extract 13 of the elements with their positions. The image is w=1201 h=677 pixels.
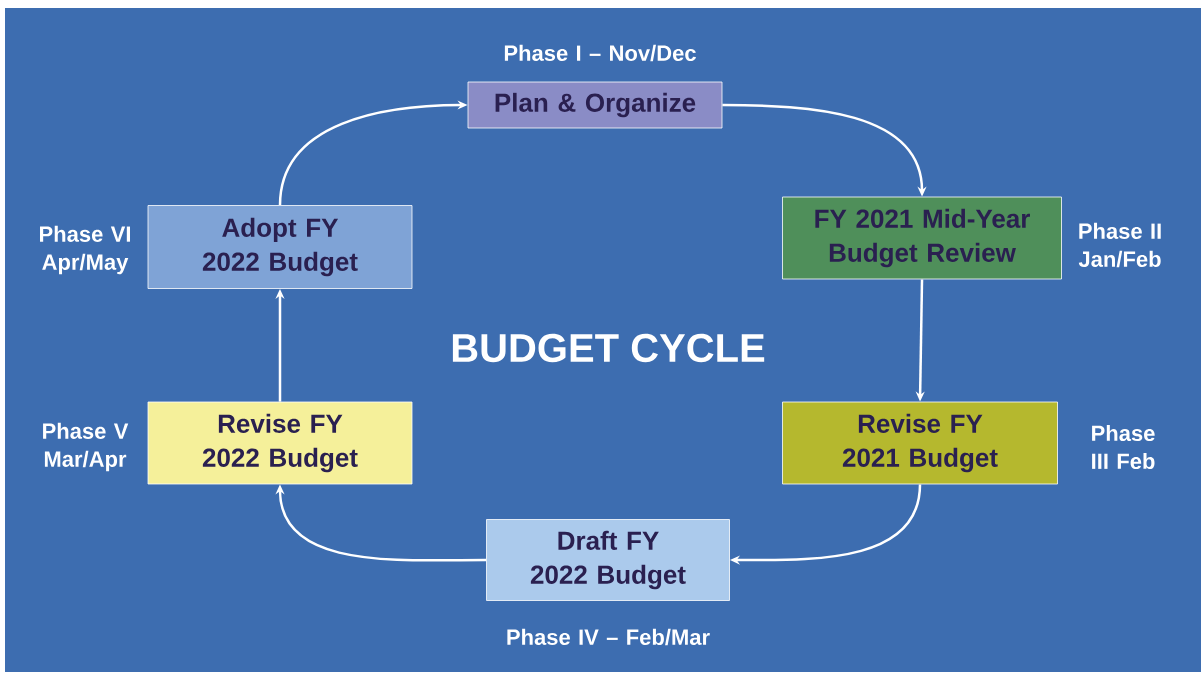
process-box: FY 2021 Mid-Year Budget Review <box>782 196 1062 280</box>
phase-label: Phase III Feb <box>1092 424 1155 470</box>
phase-label: Phase V Mar/Apr <box>43 422 129 472</box>
process-box: Draft FY 2022 Budget <box>486 519 730 601</box>
title: BUDGET CYCLE <box>452 333 765 363</box>
process-box: Revise FY 2021 Budget <box>782 401 1058 485</box>
phase-label: Phase VI Apr/May <box>40 225 130 275</box>
phase-label: Phase II Jan/Feb <box>1078 222 1161 268</box>
phase-label: Phase IV – Feb/Mar <box>507 628 710 646</box>
phase-label: Phase I – Nov/Dec <box>504 44 696 62</box>
process-box: Adopt FY 2022 Budget <box>147 205 413 289</box>
process-box: Revise FY 2022 Budget <box>147 401 413 485</box>
process-box: Plan & Organize <box>467 81 723 129</box>
